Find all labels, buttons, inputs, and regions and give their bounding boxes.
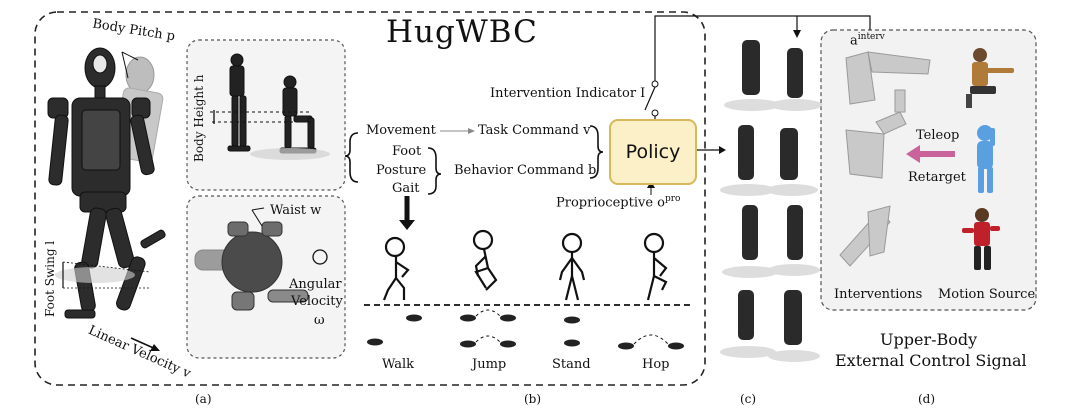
posture-label: Posture [376,163,427,178]
motion-source-figures [962,48,1014,270]
caption-b: (b) [524,392,542,406]
proprioceptive-sup: pro [664,194,681,204]
robot-figure [47,47,166,319]
gait-hop-label: Hop [642,357,670,372]
foot-swing-label: Foot Swing l [43,240,57,317]
a-interv-sup: interv [857,32,885,42]
movement-label: Movement [366,123,436,138]
retarget-label: Retarget [908,170,966,185]
stick-figures [382,229,668,301]
behavior-command-label: Behavior Command b [454,163,597,178]
motion-source-label: Motion Source [938,287,1036,302]
angular-velocity-symbol: ω [314,313,325,328]
caption-d: (d) [918,392,936,406]
intervention-shapes [839,51,931,267]
gait-walk-label: Walk [382,357,415,372]
hugwbc-frame [34,11,706,386]
signal-label-line1: Upper-Body [880,330,978,349]
gait-jump-label: Jump [472,357,507,372]
teleop-label: Teleop [916,128,960,143]
waist-label: Waist w [270,203,322,218]
body-height-label: Body Height h [192,74,206,163]
body-height-panel [186,39,346,191]
policy-box: Policy [609,119,697,185]
intervention-indicator-label: Intervention Indicator I [490,86,646,101]
gait-label: Gait [392,181,420,196]
interventions-label: Interventions [834,287,923,302]
foot-label: Foot [392,144,422,159]
gait-stand-label: Stand [552,357,591,372]
signal-label-line2: External Control Signal [835,351,1027,370]
a-interv-label: ainterv [850,32,885,49]
motion-sequence [738,40,803,345]
angular-velocity-label-2: Velocity [291,294,343,309]
angular-velocity-icon [312,249,328,265]
diagram-title: HugWBC [386,14,538,50]
policy-label: Policy [625,141,681,163]
caption-c: (c) [740,392,757,406]
caption-a: (a) [195,392,212,406]
angular-velocity-label-1: Angular [289,277,342,292]
proprioceptive-label: Proprioceptive opro [556,194,681,211]
task-command-label: Task Command v [478,123,591,138]
waist-robot [194,221,309,311]
footprints [367,314,684,350]
